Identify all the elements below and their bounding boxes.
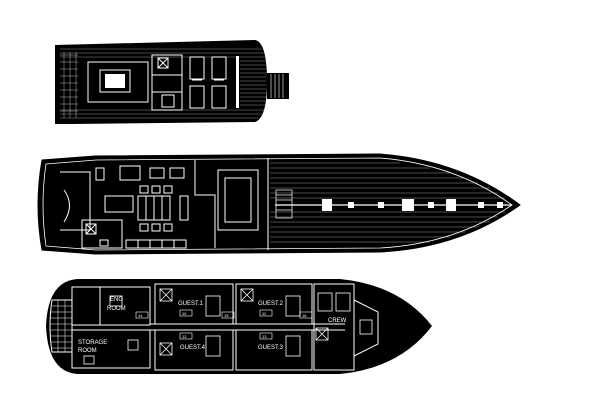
main-deck-hatch-stairs xyxy=(275,189,293,219)
guest-3-label: GUEST.3 xyxy=(258,345,284,351)
room-number: 12 xyxy=(182,334,187,339)
main-deck-cockpit xyxy=(60,165,185,231)
main-deck-dining xyxy=(104,185,189,232)
lower-deck: ENG ROOM STORAGE ROOM GUEST.1 GUEST.2 GU… xyxy=(46,279,432,374)
guest-4-label: GUEST.4 xyxy=(180,345,206,351)
main-deck xyxy=(37,153,521,255)
main-deck-hull-outline xyxy=(42,157,513,251)
lower-deck-bathrooms xyxy=(83,288,373,365)
top-deck-cushion xyxy=(105,74,125,88)
main-deck-planking xyxy=(270,162,505,243)
storage-room-label-line1: STORAGE xyxy=(78,340,107,346)
top-deck-sunbeds xyxy=(189,56,227,109)
main-deck-hull xyxy=(37,153,521,255)
top-deck xyxy=(55,40,289,124)
guest-1-label: GUEST.1 xyxy=(178,301,204,307)
room-number: 15 xyxy=(224,313,229,318)
room-number-tags: 10 11 12 13 14 15 16 xyxy=(135,309,313,340)
main-deck-fittings xyxy=(322,199,503,211)
room-number: 14 xyxy=(138,313,143,318)
crew-label: CREW xyxy=(328,318,347,324)
top-deck-lounge xyxy=(87,61,149,103)
room-number: 16 xyxy=(302,313,307,318)
top-deck-stern-grid xyxy=(60,52,78,118)
main-deck-saloon xyxy=(194,160,259,248)
top-deck-rail xyxy=(236,56,239,108)
top-deck-hull xyxy=(55,40,267,124)
top-deck-gangway xyxy=(267,73,289,99)
room-number: 10 xyxy=(182,311,187,316)
lower-deck-walls xyxy=(49,283,379,371)
top-deck-daybed xyxy=(99,69,131,93)
eng-room-label-line1: ENG xyxy=(110,297,123,303)
eng-room-label-line2: ROOM xyxy=(107,306,126,312)
main-deck-galley xyxy=(81,219,187,249)
top-deck-wheelhouse xyxy=(151,54,183,111)
guest-2-label: GUEST.2 xyxy=(258,301,284,307)
lower-deck-hull xyxy=(46,279,432,374)
lower-deck-stern-bricks xyxy=(50,300,72,352)
storage-room-label-line2: ROOM xyxy=(78,348,97,354)
room-number: 11 xyxy=(262,311,267,316)
top-deck-planking xyxy=(60,48,266,119)
room-number: 13 xyxy=(262,334,267,339)
